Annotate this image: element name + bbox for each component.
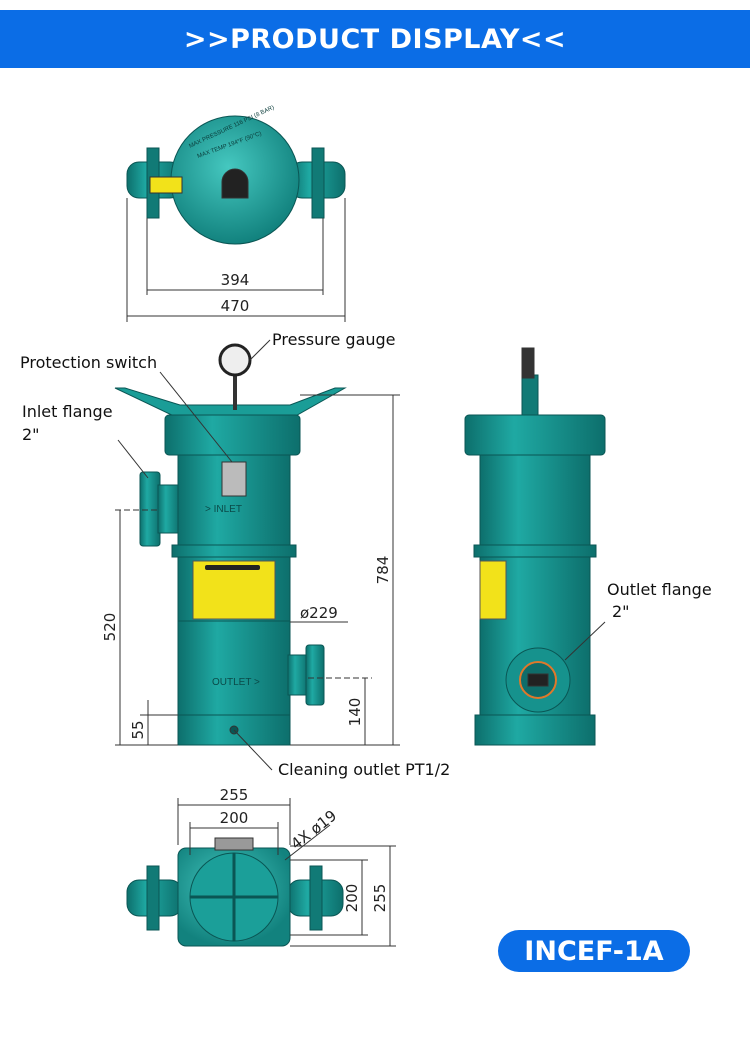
dim-470: 470: [221, 297, 250, 315]
dim-diameter-229: ø229: [300, 604, 338, 622]
dim-255-width: 255: [220, 786, 249, 804]
inlet-text: > INLET: [205, 504, 242, 515]
label-inlet-size: 2": [22, 425, 40, 444]
label-outlet-flange: Outlet flange: [607, 580, 712, 599]
top-view: MAX PRESSURE 116 PSI (8 BAR) MAX TEMP 19…: [126, 105, 346, 322]
label-pressure-gauge: Pressure gauge: [272, 330, 396, 349]
label-inlet-flange: Inlet flange: [22, 402, 113, 421]
dim-394: 394: [221, 271, 250, 289]
outlet-text: OUTLET >: [212, 677, 260, 688]
label-outlet-size: 2": [612, 602, 630, 621]
dim-200-depth: 200: [343, 884, 361, 913]
dim-55: 55: [129, 720, 147, 739]
label-protection-switch: Protection switch: [20, 353, 157, 372]
dim-520: 520: [101, 613, 119, 642]
dim-255-depth: 255: [371, 884, 389, 913]
dim-200-width: 200: [220, 809, 249, 827]
section-header: >>PRODUCT DISPLAY<<: [0, 10, 750, 68]
bottom-view: [126, 798, 396, 947]
side-view: [464, 347, 606, 746]
dim-784: 784: [374, 556, 392, 585]
dim-140: 140: [346, 698, 364, 727]
label-cleaning-outlet: Cleaning outlet PT1/2: [278, 760, 450, 779]
front-view: > INLET OUTLET >: [114, 339, 400, 771]
model-badge: INCEF-1A: [498, 930, 690, 972]
